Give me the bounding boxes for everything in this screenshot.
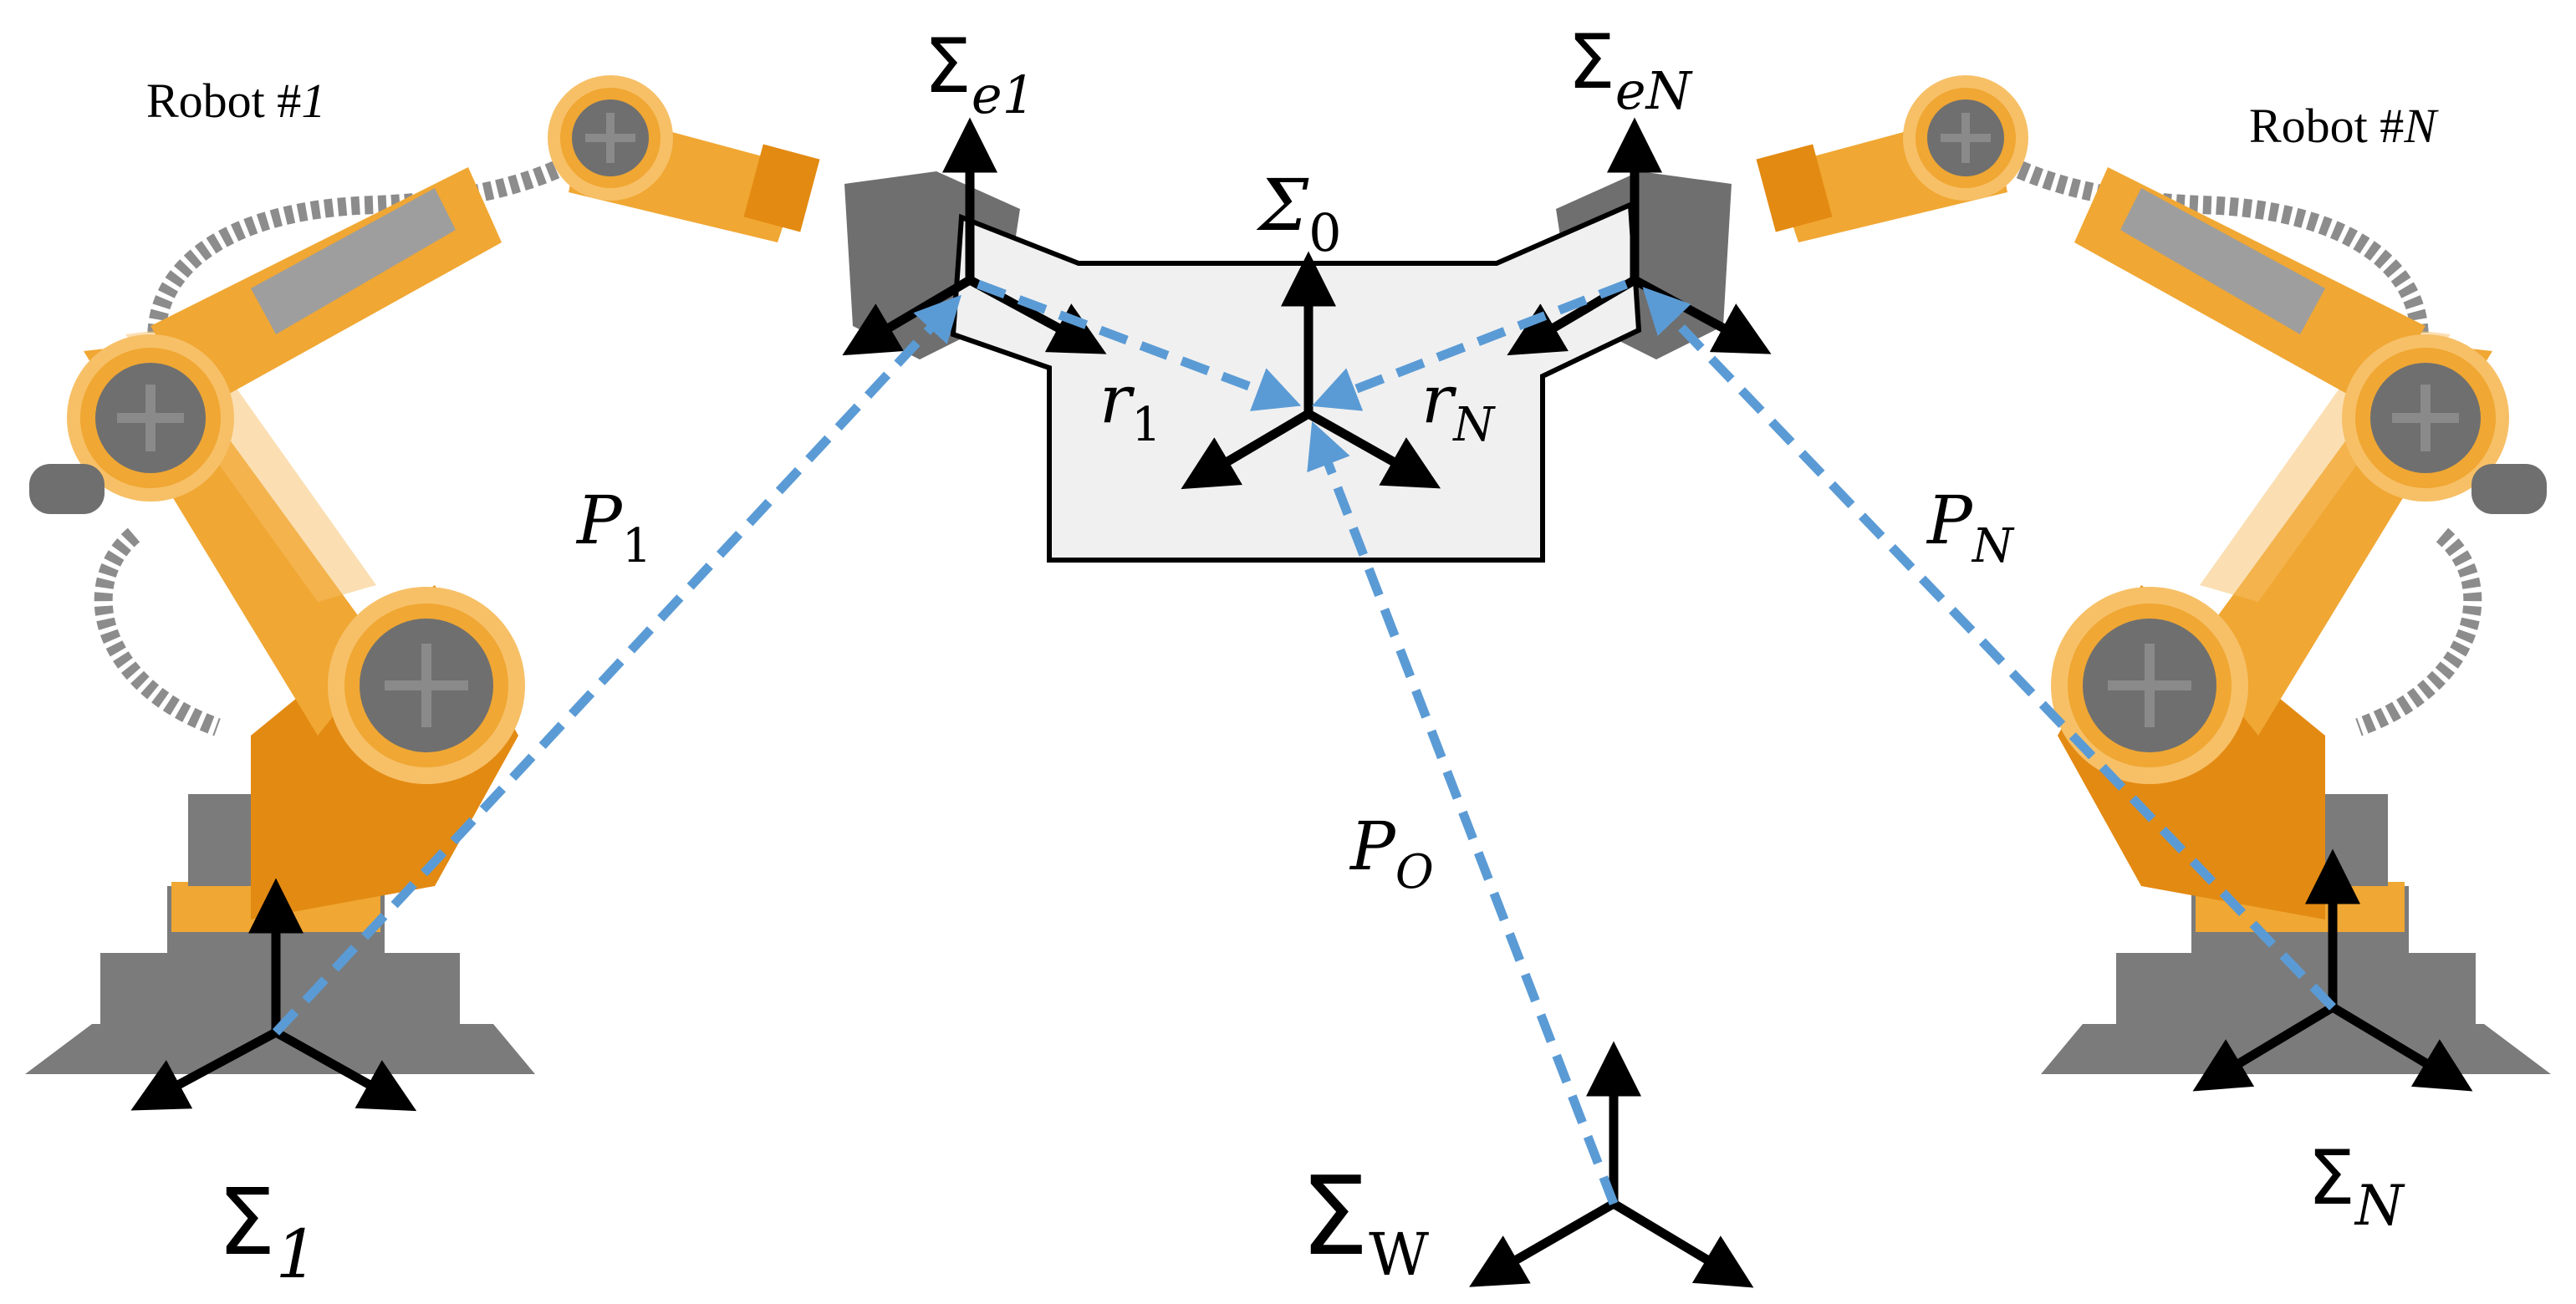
label-po: PO [1349,807,1434,899]
frame-base-left [130,878,417,1112]
grasped-object [950,201,1642,563]
vector-r1 [977,279,1302,411]
label-sigma-1: Σ1 [217,1169,318,1293]
label-sigma-en: ΣeN [1568,18,1694,121]
label-rn: rN [1421,360,1496,452]
vector-p1 [272,294,962,1036]
vector-pn [1642,287,2336,1011]
frame-world [1469,1041,1754,1288]
label-sigma-n: ΣN [2308,1134,2405,1238]
label-r1: r1 [1099,360,1161,452]
frame-base-right [2192,848,2473,1092]
label-sigma-0: Σ0 [1256,165,1342,263]
label-sigma-w: ΣW [1300,1153,1429,1289]
label-p1: P1 [575,481,651,573]
vector-rn [1311,279,1628,411]
robot-left-label: Robot #1 [146,74,325,128]
label-pn: PN [1926,481,2015,573]
robot-right-label: Robot #N [2249,99,2439,153]
label-sigma-e1: Σe1 [924,23,1035,125]
vector-po [1307,420,1619,1205]
robot-right [1556,75,2551,1074]
robot-left [25,75,1020,1074]
